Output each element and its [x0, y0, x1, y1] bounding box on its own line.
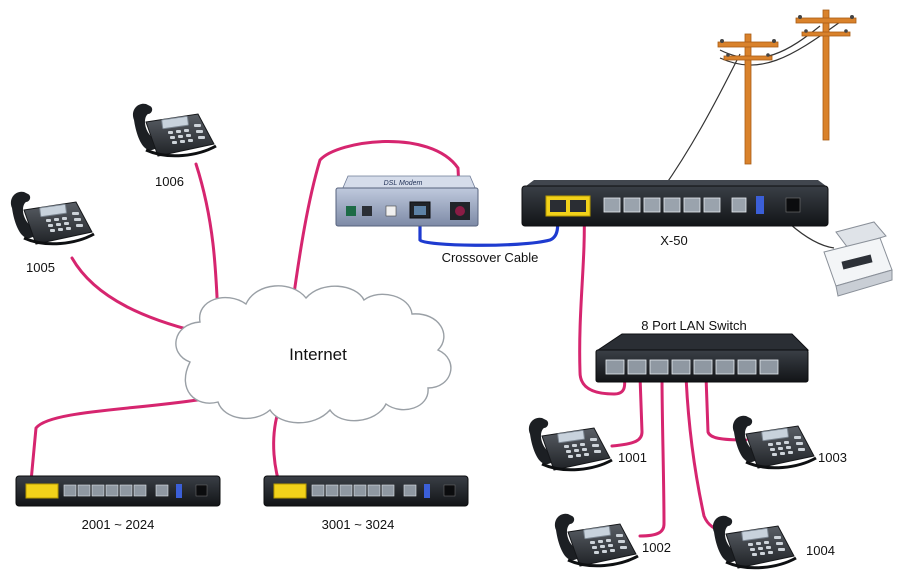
lan-ports	[603, 197, 721, 213]
tel-port-icon	[731, 197, 747, 213]
phone-label: 1003	[818, 450, 847, 465]
desk-phone-icon	[131, 102, 218, 158]
lan-switch[interactable]	[595, 333, 810, 383]
cloud-label: Internet	[289, 345, 347, 364]
power-port-icon	[346, 206, 356, 216]
pbx-2001-label: 2001 ~ 2024	[82, 517, 155, 532]
phone-line-x50-to-pole	[661, 53, 741, 191]
cable-1005-to-internet	[70, 256, 200, 334]
utility-poles	[717, 9, 857, 165]
desk-phone-icon	[9, 190, 96, 246]
cable-x50-to-switch	[578, 208, 627, 396]
power-port-icon	[785, 197, 801, 213]
cable-switch-to-1001	[610, 374, 644, 448]
phone-label: 1004	[806, 543, 835, 558]
phone-1003[interactable]	[731, 414, 818, 470]
desk-phone-icon	[711, 514, 798, 570]
switch-ports	[605, 359, 779, 375]
x50-device[interactable]	[521, 180, 829, 227]
modem-label: DSL Modem	[384, 180, 423, 187]
phone-1005[interactable]	[9, 190, 96, 246]
cloud-icon	[175, 285, 452, 424]
phone-label: 1001	[618, 450, 647, 465]
phone-1006[interactable]	[131, 102, 218, 158]
pbx-3001-label: 3001 ~ 3024	[322, 517, 395, 532]
pbx-3001-3024[interactable]	[263, 475, 469, 507]
switch-label: 8 Port LAN Switch	[641, 318, 747, 333]
usb-port-icon	[756, 196, 764, 214]
internet-cloud: Internet	[175, 285, 452, 424]
x50-label: X-50	[660, 233, 687, 248]
crossover-label: Crossover Cable	[442, 250, 539, 265]
phone-label: 1005	[26, 260, 55, 275]
cable-internet-to-pbx2001	[28, 396, 212, 494]
desk-phone-icon	[527, 416, 614, 472]
phone-1001[interactable]	[527, 416, 614, 472]
phone-1002[interactable]	[553, 512, 640, 568]
wan-ports	[545, 195, 591, 217]
pbx-2001-2024[interactable]	[15, 475, 221, 507]
phone-label: 1006	[155, 174, 184, 189]
desk-phone-icon	[731, 414, 818, 470]
cable-switch-to-1002	[638, 374, 666, 538]
cable-1006-to-internet	[194, 162, 220, 320]
desk-phone-icon	[553, 512, 640, 568]
usb-port-icon	[385, 205, 397, 217]
switch-port-icon	[362, 206, 372, 216]
cable-switch-to-1004	[684, 374, 724, 532]
printer-icon	[823, 221, 893, 297]
phone-1004[interactable]	[711, 514, 798, 570]
utility-pole-icon	[795, 9, 857, 141]
cables-layer	[28, 21, 841, 538]
phone-label: 1002	[642, 540, 671, 555]
printer-cable	[789, 223, 835, 249]
cable-internet-to-modem	[290, 140, 462, 310]
dsl-modem[interactable]: DSL Modem	[335, 175, 479, 227]
